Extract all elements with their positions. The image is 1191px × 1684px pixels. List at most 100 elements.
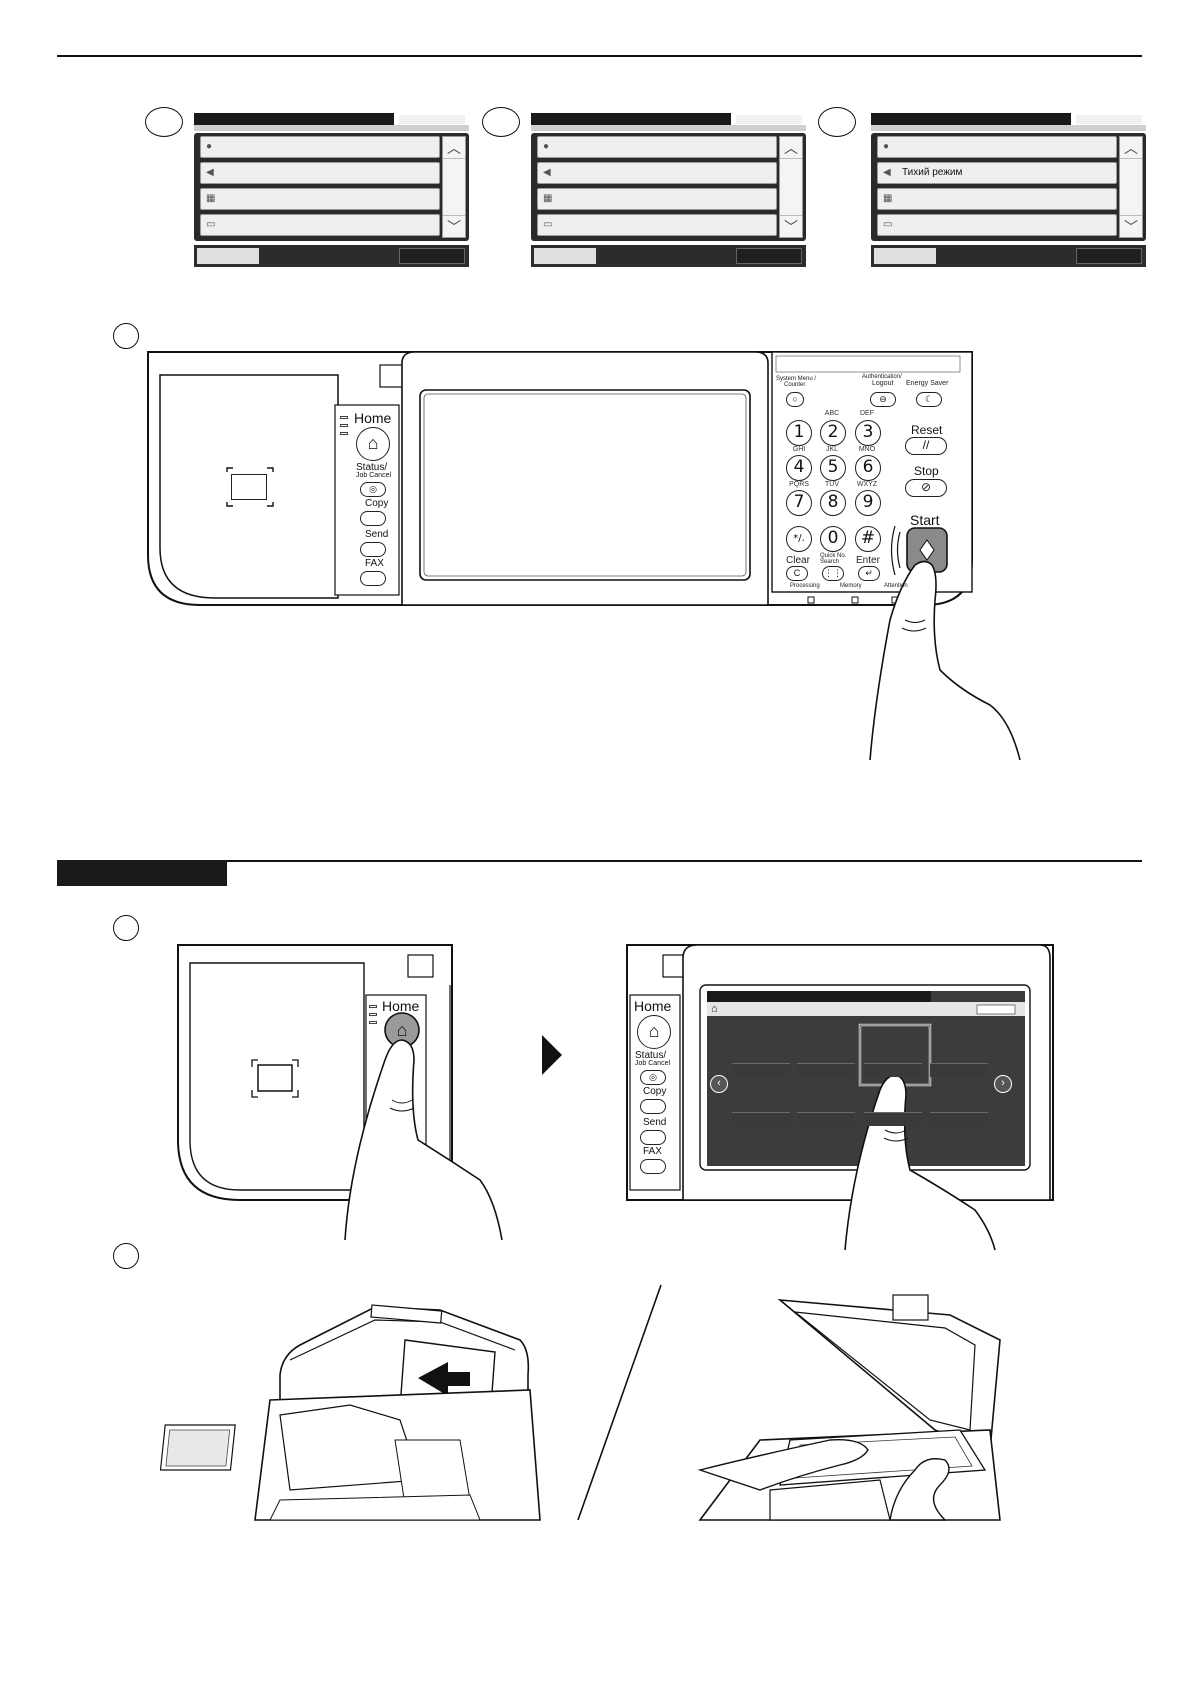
home-button-pressed[interactable]: ⌂ [385,1013,419,1047]
copy-label: Copy [643,1086,667,1097]
status-button[interactable]: ◎ [640,1070,666,1085]
bottom-left-button[interactable] [874,248,936,264]
enter-icon: ↵ [865,568,873,578]
send-button[interactable] [360,542,386,557]
list-item[interactable]: ▭ [877,214,1117,236]
language-icon: ● [206,141,213,152]
system-menu-button[interactable]: ○ [786,392,804,407]
sound-icon: ◀ [883,167,891,178]
clear-button[interactable]: C [786,566,808,581]
app-tile[interactable] [732,1063,790,1077]
list-item[interactable]: ◀Тихий режим [877,162,1117,184]
home-label: Home [634,998,672,1014]
system-menu-label: System Menu / [776,376,817,382]
sound-icon: ◀ [543,167,551,178]
fax-label: FAX [643,1146,662,1157]
list-item[interactable]: ● [877,136,1117,158]
fax-button[interactable] [360,571,386,586]
screen-subbar [531,125,806,131]
bottom-left-button[interactable] [197,248,259,264]
list-item[interactable]: ◀ [200,162,440,184]
logout-button[interactable]: ⊖ [870,392,896,407]
home-button[interactable]: ⌂ [637,1015,671,1049]
status-button[interactable]: ◎ [360,482,386,497]
copy-button[interactable] [360,511,386,526]
bottom-right-button[interactable] [736,248,802,264]
home-button[interactable]: ⌂ [356,427,390,461]
energy-saver-button[interactable]: ☾ [916,392,942,407]
indicator-light [369,1013,377,1016]
key-9[interactable]: 9 [855,490,881,516]
list-item[interactable]: ● [537,136,777,158]
stop-button[interactable]: ⊘ [905,479,947,497]
job-cancel-label: Job Cancel [356,472,392,479]
send-label: Send [643,1117,667,1128]
logout-label: Logout [872,380,894,387]
scroll-up-icon[interactable]: ︿ [1120,137,1142,159]
list-scrollbar[interactable]: ︿ ﹀ [442,136,466,238]
list-item[interactable]: ▭ [537,214,777,236]
list-item[interactable]: ▦ [537,188,777,210]
scroll-up-icon[interactable]: ︿ [443,137,465,159]
place-originals-illustration [159,1284,1001,1521]
key-6[interactable]: 6 [855,455,881,481]
list-item[interactable]: ● [200,136,440,158]
next-page-icon[interactable]: › [994,1075,1012,1093]
send-button[interactable] [640,1130,666,1145]
key-1[interactable]: 1 [786,420,812,446]
key-letters: GHI [792,446,806,453]
list-item[interactable]: ▭ [200,214,440,236]
pdf-icon: ▦ [543,193,553,204]
key-8[interactable]: 8 [820,490,846,516]
home-icon: ⌂ [648,1021,660,1041]
quick-no-search-button[interactable]: ⋮⋮ [822,566,844,581]
app-tile[interactable] [797,1063,855,1077]
reset-button[interactable]: // [905,437,947,455]
key-hash[interactable]: # [855,526,881,552]
pdf-icon: ▦ [206,193,216,204]
key-star[interactable]: */. [786,526,812,552]
key-0[interactable]: 0 [820,526,846,552]
app-tile[interactable] [930,1112,988,1126]
bottom-right-button[interactable] [399,248,465,264]
job-cancel-label: Job Cancel [635,1060,671,1067]
list-item[interactable]: ▦ [877,188,1117,210]
scroll-down-icon[interactable]: ﹀ [780,215,802,237]
app-tile[interactable] [797,1112,855,1126]
key-5[interactable]: 5 [820,455,846,481]
key-letters: WXYZ [856,481,878,488]
copy-button[interactable] [640,1099,666,1114]
counter-label: Counter [784,382,806,388]
home-icon[interactable]: ⌂ [711,1003,718,1015]
scroll-down-icon[interactable]: ﹀ [443,215,465,237]
bottom-left-button[interactable] [534,248,596,264]
scroll-up-icon[interactable]: ︿ [780,137,802,159]
list-item[interactable]: ◀ [537,162,777,184]
list-item[interactable]: ▦ [200,188,440,210]
screen-title-right [736,115,802,124]
scroll-down-icon[interactable]: ﹀ [1120,215,1142,237]
step-marker-b [482,107,520,137]
key-4[interactable]: 4 [786,455,812,481]
key-2[interactable]: 2 [820,420,846,446]
top-rule [57,55,1142,57]
status-icon: ◎ [649,1072,657,1082]
key-7[interactable]: 7 [786,490,812,516]
list-scrollbar[interactable]: ︿ ﹀ [1119,136,1143,238]
indicator-light [340,424,348,427]
start-label: Start [910,512,940,528]
enter-button[interactable]: ↵ [858,566,880,581]
list-scrollbar[interactable]: ︿ ﹀ [779,136,803,238]
app-tile[interactable] [930,1063,988,1077]
settings-list: ● ◀ ▦ ▭ ︿ ﹀ [194,133,469,241]
status-label: Status/ [635,1050,667,1061]
key-3[interactable]: 3 [855,420,881,446]
app-tile[interactable] [732,1112,790,1126]
app-tile[interactable] [864,1063,922,1077]
home-icon: ⌂ [396,1020,408,1040]
prev-page-icon[interactable]: ‹ [710,1075,728,1093]
bottom-right-button[interactable] [1076,248,1142,264]
fax-button[interactable] [640,1159,666,1174]
app-tile[interactable] [864,1112,922,1126]
settings-list: ● ◀Тихий режим ▦ ▭ ︿ ﹀ [871,133,1146,241]
